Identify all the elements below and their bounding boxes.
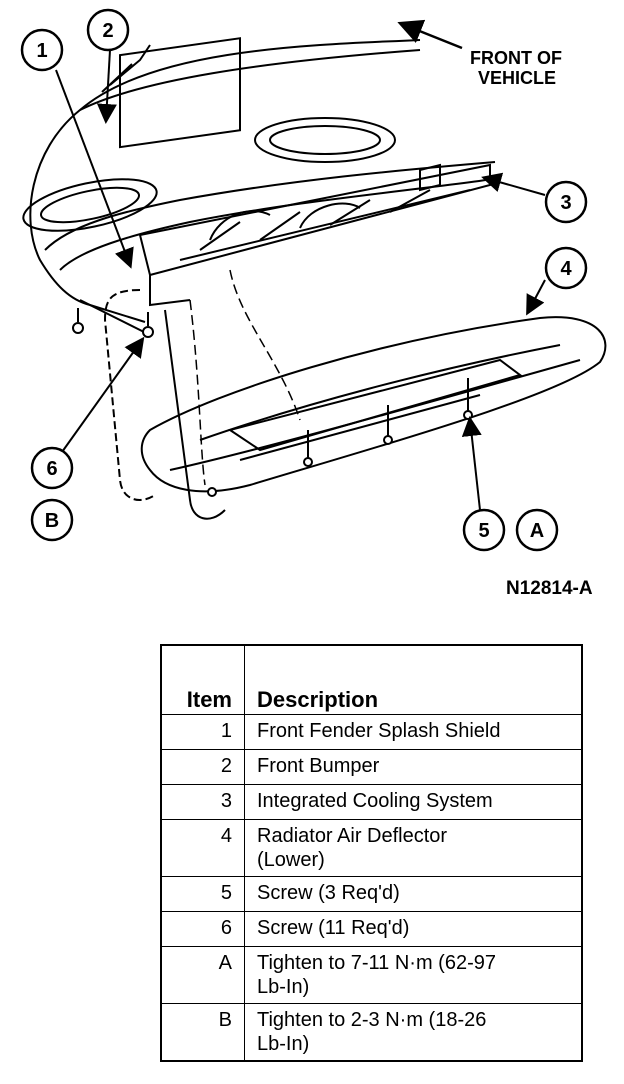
- item-cell: B: [160, 1003, 245, 1062]
- cooling-system-illustration: [138, 163, 491, 307]
- alignment-lines: [189, 269, 301, 486]
- svg-text:5: 5: [478, 520, 489, 542]
- description-cell: Screw (11 Req'd): [244, 911, 583, 947]
- callout-leaders: [55, 49, 546, 511]
- item-cell: 1: [160, 714, 245, 750]
- item-column-header: Item: [160, 644, 245, 715]
- item-cell: 4: [160, 819, 245, 877]
- description-cell: Integrated Cooling System: [244, 784, 583, 820]
- callout-5: 5: [462, 508, 506, 552]
- description-cell: Radiator Air Deflector (Lower): [244, 819, 583, 877]
- item-cell: 2: [160, 749, 245, 785]
- screw-fasteners: [72, 308, 473, 497]
- item-cell: A: [160, 946, 245, 1004]
- air-deflector-illustration: [140, 316, 607, 493]
- item-cell: 3: [160, 784, 245, 820]
- figure-id: N12814-A: [506, 578, 593, 599]
- legend-header-row: Item Description: [160, 644, 583, 715]
- description-cell: Tighten to 7-11 N·m (62-97 Lb-In): [244, 946, 583, 1004]
- svg-text:6: 6: [46, 458, 57, 480]
- front-bumper-illustration: [22, 37, 501, 306]
- svg-text:A: A: [530, 520, 544, 542]
- description-cell: Front Bumper: [244, 749, 583, 785]
- splash-shield-illustration: [79, 289, 226, 520]
- callout-1: 1: [20, 28, 64, 72]
- callout-2: 2: [86, 8, 130, 52]
- description-cell: Screw (3 Req'd): [244, 876, 583, 912]
- svg-text:2: 2: [102, 20, 113, 42]
- description-cell: Tighten to 2-3 N·m (18-26 Lb-In): [244, 1003, 583, 1062]
- svg-text:B: B: [45, 510, 59, 532]
- svg-text:1: 1: [36, 40, 47, 62]
- callout-4: 4: [544, 246, 588, 290]
- callout-a: A: [515, 508, 559, 552]
- front-direction-arrow: [397, 19, 463, 50]
- svg-text:4: 4: [560, 258, 572, 280]
- item-cell: 5: [160, 876, 245, 912]
- callout-6: 6: [30, 446, 74, 490]
- item-cell: 6: [160, 911, 245, 947]
- description-column-header: Description: [244, 644, 583, 715]
- svg-text:3: 3: [560, 192, 571, 214]
- callout-3: 3: [544, 180, 588, 224]
- callout-b: B: [30, 498, 74, 542]
- description-cell: Front Fender Splash Shield: [244, 714, 583, 750]
